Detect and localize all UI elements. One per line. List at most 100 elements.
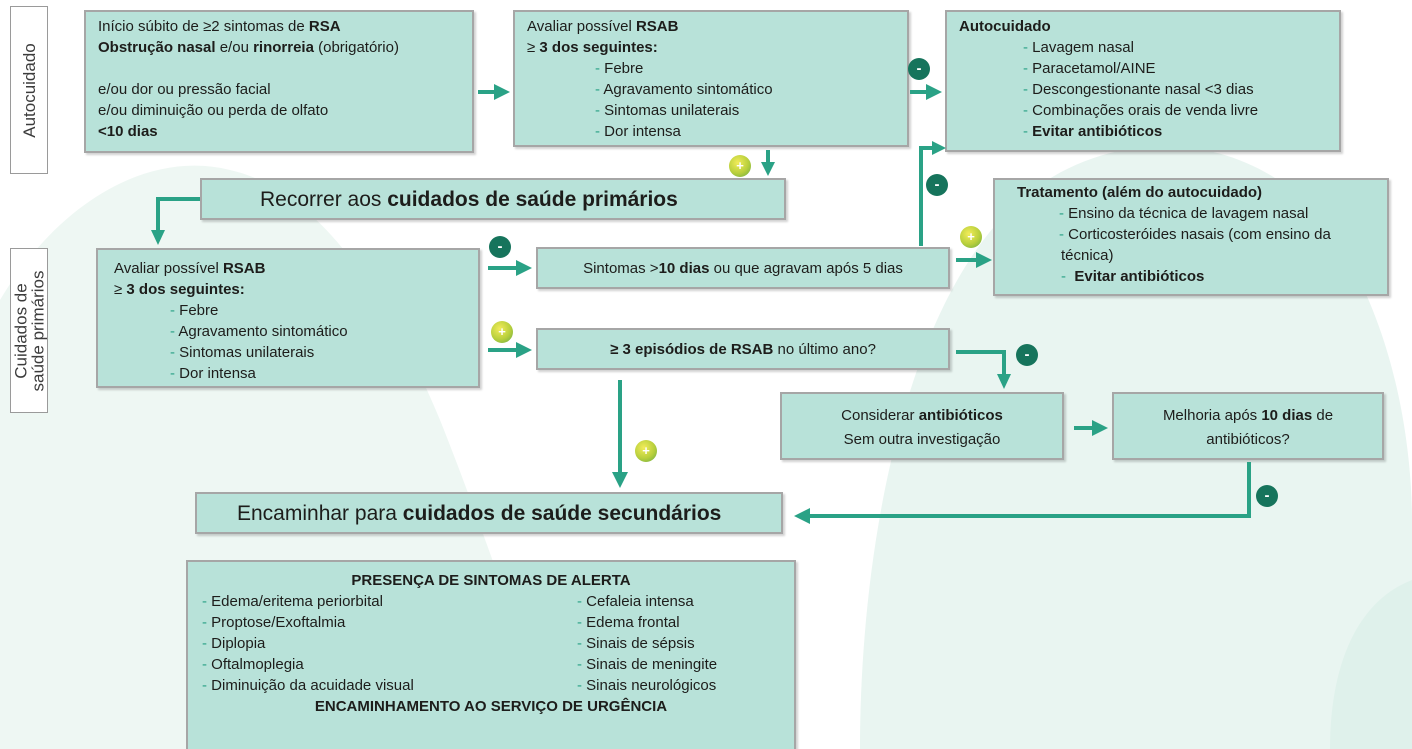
eval-mid-item-text: Febre: [179, 302, 219, 319]
selfcare-item: - Lavagem nasal: [1023, 39, 1134, 56]
eval-top-item-text: Dor intensa: [604, 123, 681, 140]
plus-marker: +: [960, 226, 982, 248]
primary-care-bold: cuidados de saúde primários: [387, 188, 678, 211]
eval-mid-item-text: Sintomas unilaterais: [179, 344, 315, 361]
plus-marker: +: [491, 321, 513, 343]
selfcare-item-text: Paracetamol/AINE: [1032, 60, 1156, 77]
improvement-line2: antibióticos?: [1206, 431, 1290, 448]
arrow-primary-to-eval-mid: [151, 197, 200, 245]
secondary-care-bold: cuidados de saúde secundários: [402, 502, 722, 525]
eval-mid-l1-text: Avaliar possível: [114, 260, 223, 277]
arrow-episodes-to-antibiotics: [956, 350, 1011, 389]
arrow-eval-to-primary: [761, 150, 775, 176]
eval-top-item-text: Agravamento sintomático: [603, 81, 773, 98]
eval-top-item-text: Febre: [604, 60, 644, 77]
onset-rsa: RSA: [308, 18, 341, 35]
alert-item-text: Edema/eritema periorbital: [211, 593, 383, 610]
improvement-line1: Melhoria após 10 dias de: [1114, 404, 1382, 428]
treatment-item-1: - Ensino da técnica de lavagem nasal: [1059, 205, 1309, 222]
eval-top-l2-bold: 3 dos seguintes:: [539, 39, 658, 56]
alert-item: - Cefaleia intensa: [577, 593, 694, 610]
alert-item-text: Sinais de meningite: [586, 656, 718, 673]
treatment-box: Tratamento (além do autocuidado) - Ensin…: [993, 178, 1389, 296]
treatment-item-3: - Evitar antibióticos: [1061, 268, 1205, 285]
minus-marker: -: [489, 236, 511, 258]
alert-item-text: Edema frontal: [586, 614, 680, 631]
symptoms-post: ou que agravam após 5 dias: [709, 260, 903, 277]
minus-marker: -: [1016, 344, 1038, 366]
arrow-symptoms-to-treatment: [956, 252, 992, 268]
eval-mid-rsab: RSAB: [222, 260, 266, 277]
eval-top-item: - Sintomas unilaterais: [595, 102, 740, 119]
alert-item: - Proptose/Exoftalmia: [202, 614, 346, 631]
secondary-care-box: Encaminhar para cuidados de saúde secund…: [195, 492, 783, 534]
eval-top-line2: ≥ 3 dos seguintes:: [527, 37, 895, 58]
onset-line3: e/ou dor ou pressão facial: [98, 81, 271, 98]
alert-item-text: Sinais de sépsis: [586, 635, 695, 652]
antibiotics-line2: Sem outra investigação: [843, 431, 1001, 448]
alert-item: - Diplopia: [202, 635, 266, 652]
alert-item-text: Sinais neurológicos: [586, 677, 717, 694]
arrow-eval-mid-to-secondary: [612, 380, 628, 488]
eval-mid-l2-pre: ≥: [114, 281, 127, 298]
onset-line2: Obstrução nasal e/ou rinorreia (obrigató…: [98, 37, 460, 58]
antibiotics-l1-pre: Considerar: [841, 407, 919, 424]
evaluate-rsab-top-box: Avaliar possível RSAB ≥ 3 dos seguintes:…: [513, 10, 909, 147]
eval-top-item: - Dor intensa: [595, 123, 681, 140]
onset-obstrucao: Obstrução nasal: [98, 39, 216, 56]
arrow-symptoms-to-selfcare: [919, 141, 946, 246]
arrow-eval-mid-to-episodes: [488, 342, 532, 358]
eval-top-l2-pre: ≥: [527, 39, 540, 56]
alert-item: - Edema/eritema periorbital: [202, 593, 383, 610]
minus-marker: -: [1256, 485, 1278, 507]
onset-line5: <10 dias: [98, 121, 460, 142]
eval-mid-item: - Sintomas unilaterais: [170, 344, 315, 361]
eval-top-item-text: Sintomas unilaterais: [604, 102, 740, 119]
eval-top-item: - Febre: [595, 60, 644, 77]
symptoms-10-days-box: Sintomas >10 dias ou que agravam após 5 …: [536, 247, 950, 289]
eval-mid-line1: Avaliar possível RSAB: [114, 258, 462, 279]
alert-item: - Oftalmoplegia: [202, 656, 304, 673]
alert-item: - Sinais de sépsis: [577, 635, 695, 652]
minus-marker: -: [926, 174, 948, 196]
selfcare-title-text: Autocuidado: [959, 18, 1051, 35]
arrow-onset-to-eval: [478, 84, 510, 100]
selfcare-item-text: Lavagem nasal: [1032, 39, 1134, 56]
selfcare-item-avoid: - Evitar antibióticos: [1023, 123, 1163, 140]
eval-mid-item-text: Agravamento sintomático: [178, 323, 348, 340]
evaluate-rsab-mid-box: Avaliar possível RSAB ≥ 3 dos seguintes:…: [96, 248, 480, 388]
alert-footer-text: ENCAMINHAMENTO AO SERVIÇO DE URGÊNCIA: [314, 698, 668, 715]
onset-line4: e/ou diminuição ou perda de olfato: [98, 102, 329, 119]
eval-mid-l2-bold: 3 dos seguintes:: [126, 281, 245, 298]
treatment-title: Tratamento (além do autocuidado): [1007, 182, 1375, 203]
selfcare-item-text: Descongestionante nasal <3 dias: [1032, 81, 1254, 98]
secondary-care-pre: Encaminhar para: [237, 502, 403, 525]
episodes-post: no último ano?: [773, 341, 876, 358]
alert-title: PRESENÇA DE SINTOMAS DE ALERTA: [202, 570, 780, 591]
plus-marker: +: [729, 155, 751, 177]
alert-item: - Edema frontal: [577, 614, 680, 631]
treatment-item-1-text: Ensino da técnica de lavagem nasal: [1068, 205, 1309, 222]
selfcare-item: - Combinações orais de venda livre: [1023, 102, 1259, 119]
improvement-box: Melhoria após 10 dias de antibióticos?: [1112, 392, 1384, 460]
selfcare-item: - Descongestionante nasal <3 dias: [1023, 81, 1254, 98]
treatment-item-2b: técnica): [1061, 247, 1114, 264]
alert-item: - Sinais neurológicos: [577, 677, 717, 694]
alert-left-column: - Edema/eritema periorbital - Proptose/E…: [202, 591, 577, 696]
primary-care-box: Recorrer aos cuidados de saúde primários: [200, 178, 786, 220]
eval-top-item: - Agravamento sintomático: [595, 81, 773, 98]
side-label-autocuidado: Autocuidado: [10, 6, 48, 174]
onset-duration: <10 dias: [98, 123, 158, 140]
improvement-l1-pre: Melhoria após: [1162, 407, 1262, 424]
alert-columns: - Edema/eritema periorbital - Proptose/E…: [202, 591, 780, 696]
arrow-eval-mid-to-symptoms: [488, 260, 532, 276]
selfcare-item: - Paracetamol/AINE: [1023, 60, 1156, 77]
primary-care-pre: Recorrer aos: [260, 188, 388, 211]
eval-mid-item: - Febre: [170, 302, 219, 319]
onset-line1: Início súbito de ≥2 sintomas de RSA: [98, 16, 460, 37]
eval-mid-item: - Agravamento sintomático: [170, 323, 348, 340]
plus-marker: +: [635, 440, 657, 462]
selfcare-box: Autocuidado - Lavagem nasal - Paracetamo…: [945, 10, 1341, 152]
treatment-title-text: Tratamento (além do autocuidado): [1017, 184, 1263, 201]
